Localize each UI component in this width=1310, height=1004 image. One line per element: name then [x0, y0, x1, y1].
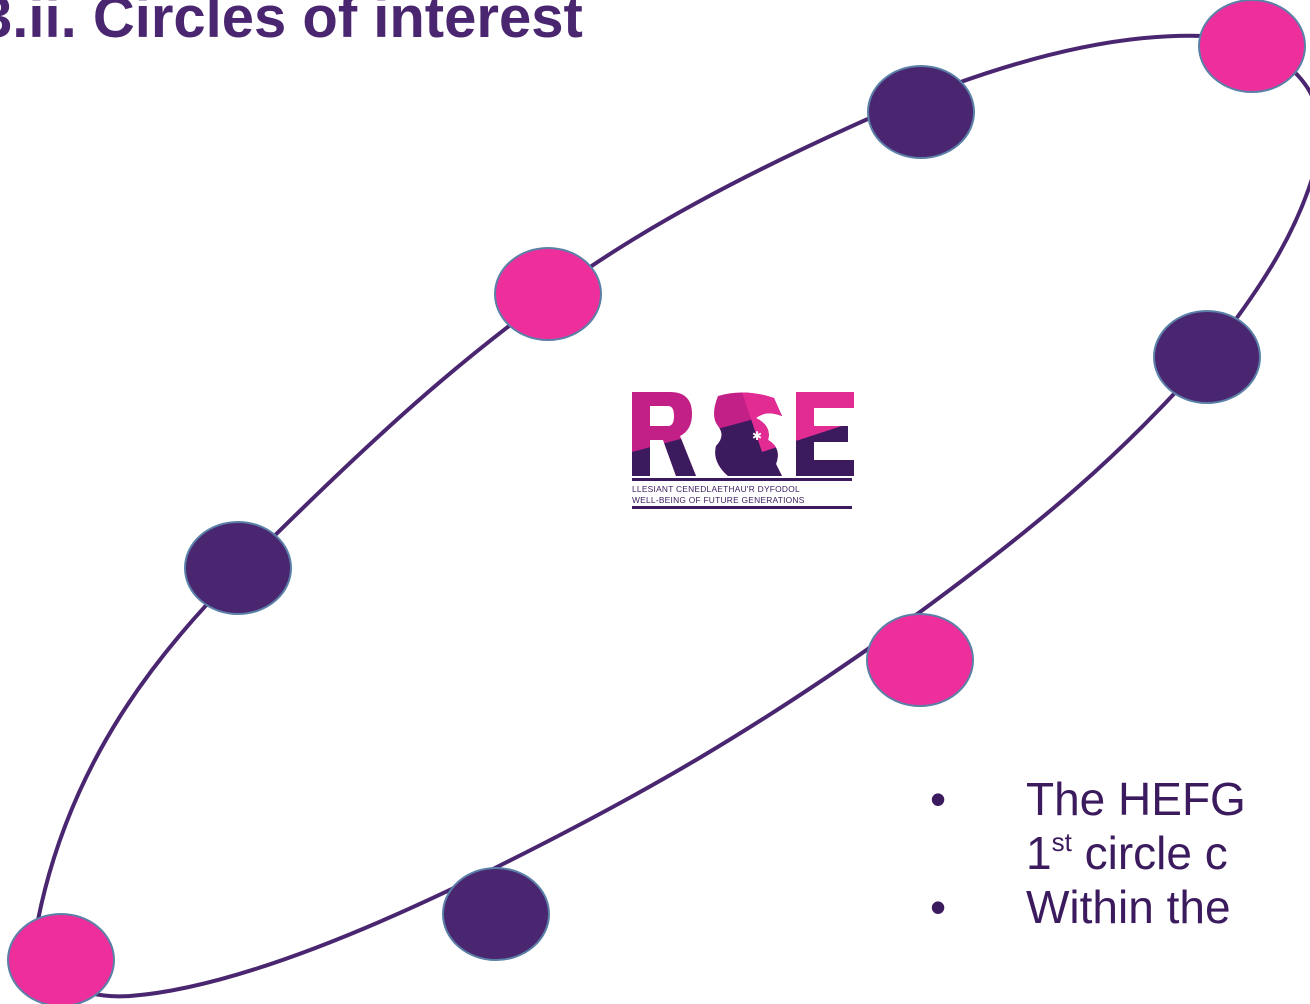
ordinal-suffix: st [1051, 827, 1072, 857]
ring-node-purple [184, 521, 292, 615]
bullet-item: • The HEFG 1st circle c [930, 772, 1246, 880]
bullet-continuation: 1st circle c [1026, 826, 1246, 880]
slide-title: 3.ii. Circles of interest [0, 0, 583, 50]
bullet-text: Within the [1026, 881, 1231, 933]
ring-node-purple [442, 867, 550, 961]
bullet-item: • Within the [930, 880, 1246, 934]
rce-logo-letters: ✱ [632, 392, 854, 477]
logo-rule-bottom [632, 506, 852, 509]
bullet-symbol: • [930, 881, 947, 933]
logo-english-line: WELL-BEING OF FUTURE GENERATIONS [632, 495, 805, 505]
ring-node-pink [7, 913, 115, 1004]
ring-nodes [7, 0, 1306, 1004]
ring-node-pink [866, 613, 974, 707]
ring-node-pink [1198, 0, 1306, 93]
dragon-icon: ✱ [752, 429, 762, 443]
bullet-list: • The HEFG 1st circle c • Within the [930, 772, 1246, 934]
ring-node-purple [867, 65, 975, 159]
ordinal-number: 1 [1026, 827, 1052, 879]
ring-node-pink [494, 247, 602, 341]
rce-logo: ✱ LLESIANT CENEDLAETHAU'R DYFODOL WELL-B… [632, 392, 854, 509]
ring-node-purple [1153, 310, 1261, 404]
logo-rule-top [632, 478, 852, 481]
logo-welsh-line: LLESIANT CENEDLAETHAU'R DYFODOL [632, 484, 800, 494]
bullet-text: The HEFG [1026, 773, 1246, 825]
continuation-text: circle c [1071, 827, 1228, 879]
bullet-symbol: • [930, 773, 947, 825]
